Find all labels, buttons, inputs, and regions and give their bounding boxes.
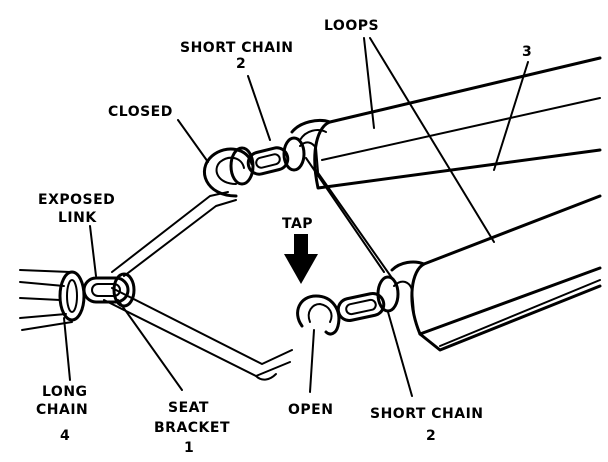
label-tap: TAP <box>282 216 313 232</box>
frame-diagonal-edge-2 <box>305 157 385 273</box>
long-chain-wire-2 <box>19 281 65 287</box>
long-chain-end-link-hole <box>66 279 78 313</box>
leader-open <box>309 329 315 393</box>
label-short-chain-bottom: SHORT CHAIN <box>370 406 484 422</box>
closed-hook <box>202 146 255 198</box>
label-open: OPEN <box>288 402 333 418</box>
bracket-lower-bend <box>255 373 277 381</box>
leader-long-chain <box>63 317 71 381</box>
upper-tube-end <box>299 129 327 141</box>
label-bracket: BRACKET <box>154 420 230 436</box>
label-link: LINK <box>58 210 97 226</box>
label-long-chain-number: 4 <box>60 428 70 444</box>
leader-short-chain-top <box>247 75 271 141</box>
bracket-upper-arm-inner <box>123 199 237 277</box>
short-chain-top-link-2 <box>282 136 306 172</box>
bracket-upper-arm-outer <box>111 191 229 273</box>
short-chain-bottom-loop <box>393 280 415 315</box>
label-chain: CHAIN <box>36 402 88 418</box>
bracket-lower-arm-inner <box>111 287 293 365</box>
long-chain-wire-3 <box>19 297 61 301</box>
exposed-link <box>82 276 130 304</box>
tap-arrow-shaft <box>294 234 308 256</box>
label-long: LONG <box>42 384 88 400</box>
label-seat: SEAT <box>168 400 209 416</box>
upper-tube-seam <box>321 97 601 161</box>
short-chain-bottom-link-1 <box>336 292 386 322</box>
leader-seat-bracket <box>117 299 183 391</box>
open-hook <box>296 294 341 336</box>
leader-loops-a <box>363 37 375 129</box>
short-chain-top <box>246 136 319 176</box>
leader-part-3 <box>493 61 529 171</box>
short-chain-top-link-1 <box>246 146 290 176</box>
label-exposed: EXPOSED <box>38 192 115 208</box>
open-hook-outer <box>296 294 341 336</box>
exposed-link-hole <box>91 283 121 297</box>
labels: SHORT CHAIN 2 LOOPS 3 CLOSED EXPOSED LIN… <box>36 18 532 456</box>
lower-tube-bottom-rim <box>439 279 601 347</box>
long-chain <box>19 269 136 331</box>
upper-tube-body <box>313 120 602 190</box>
leader-exposed-link <box>89 225 97 277</box>
upper-tube-top-edge <box>290 56 602 134</box>
label-short-chain-bottom-number: 2 <box>426 428 436 444</box>
seat-bracket-wire <box>103 191 293 381</box>
short-chain-bottom-link-2 <box>376 275 400 313</box>
label-short-chain-top: SHORT CHAIN <box>180 40 294 56</box>
leader-lines <box>63 37 529 397</box>
bracket-joint-link <box>112 272 136 308</box>
frame-diagonal-edge <box>315 169 393 279</box>
label-loops: LOOPS <box>324 18 379 34</box>
label-part-3: 3 <box>522 44 532 60</box>
closed-hook-ring <box>229 146 255 186</box>
label-closed: CLOSED <box>108 104 173 120</box>
long-chain-wire-1 <box>19 269 71 273</box>
tap-arrow <box>284 234 318 284</box>
short-chain-bottom <box>336 275 415 322</box>
lower-tube-bottom-edge <box>418 284 602 352</box>
leader-closed <box>177 119 209 163</box>
closed-hook-outer <box>202 147 254 198</box>
leader-loops-b <box>369 37 495 243</box>
label-short-chain-top-number: 2 <box>236 56 246 72</box>
label-seat-bracket-number: 1 <box>184 440 194 456</box>
open-hook-inner <box>307 303 333 323</box>
lower-tube-top-edge <box>390 194 602 272</box>
leader-short-chain-bottom <box>387 311 413 397</box>
long-chain-wire-4 <box>19 313 67 319</box>
short-chain-bottom-link-1-hole <box>345 298 377 316</box>
closed-hook-inner <box>215 156 245 185</box>
tap-arrow-head <box>284 254 318 284</box>
short-chain-top-link-1-hole <box>255 153 281 169</box>
short-chain-top-loop <box>299 141 319 173</box>
